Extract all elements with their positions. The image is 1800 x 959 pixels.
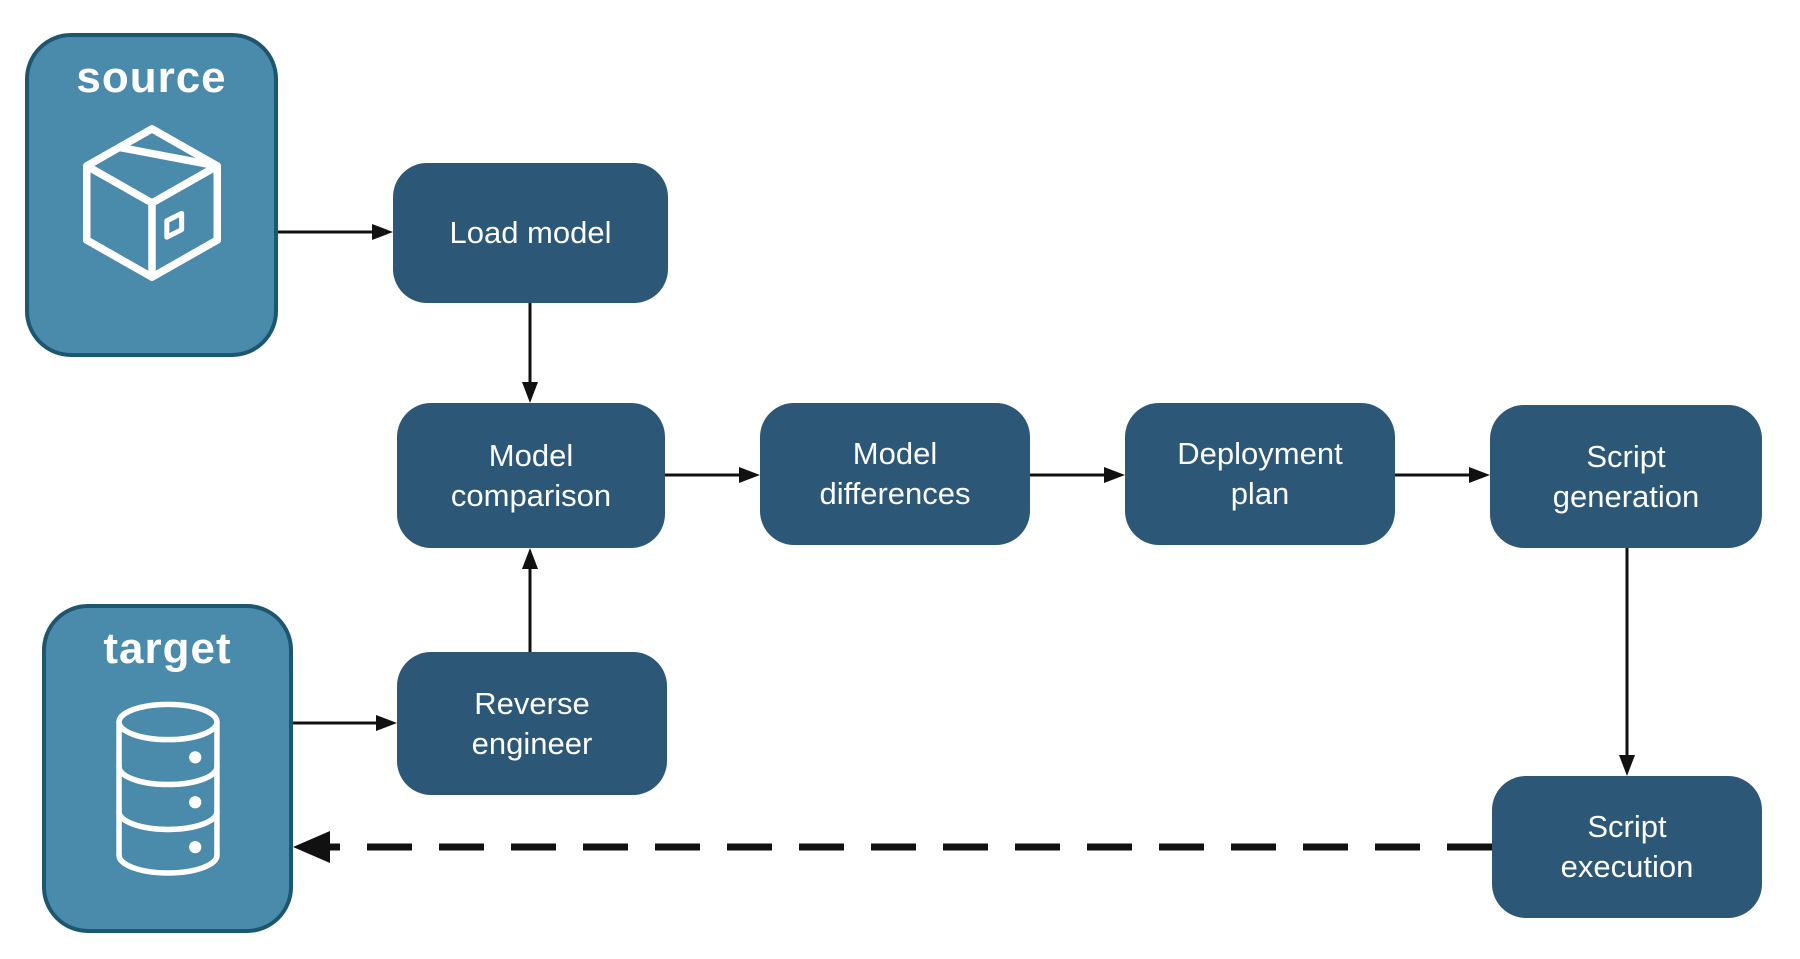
node-load-model: Load model xyxy=(393,163,668,303)
node-label: Reverse engineer xyxy=(471,685,593,761)
node-label: Script execution xyxy=(1560,809,1694,884)
node-script-execution: Script execution xyxy=(1492,776,1762,918)
database-icon xyxy=(100,688,236,892)
node-label: Model comparison xyxy=(450,437,612,513)
node-deployment-plan: Deployment plan xyxy=(1125,403,1395,545)
node-label: Script generation xyxy=(1552,438,1700,514)
node-model-differences: Model differences xyxy=(760,403,1030,545)
node-label: Deployment plan xyxy=(1177,436,1343,511)
node-label: Model differences xyxy=(819,436,971,511)
source-label: source xyxy=(76,53,227,102)
package-icon xyxy=(63,117,241,289)
node-reverse-engineer: Reverse engineer xyxy=(397,652,667,795)
node-model-comparison: Model comparison xyxy=(397,403,665,548)
source-node: source xyxy=(25,33,278,357)
target-label: target xyxy=(103,624,232,673)
node-label: Load model xyxy=(449,215,612,251)
node-script-generation: Script generation xyxy=(1490,405,1762,548)
target-node: target xyxy=(42,604,293,933)
